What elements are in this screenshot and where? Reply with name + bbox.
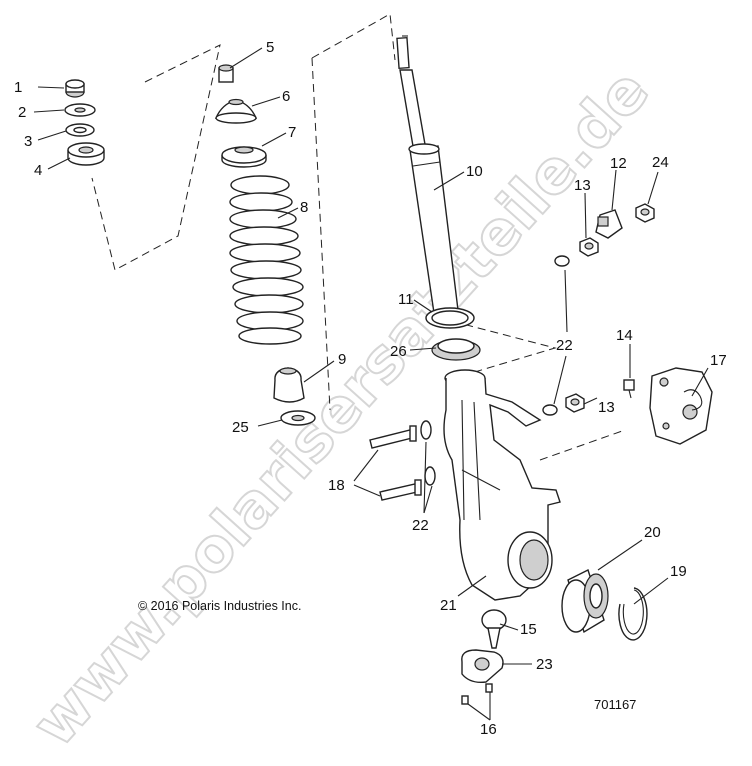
callout-21: 21	[440, 597, 457, 614]
callout-18: 18	[328, 477, 345, 494]
part-clip-12	[595, 209, 623, 239]
part-wheel-bearing-20	[561, 569, 609, 634]
part-nut-13-upper	[579, 237, 599, 257]
part-nut-5	[218, 64, 234, 83]
part-washer-3	[65, 123, 95, 137]
part-shock-absorber-10	[396, 35, 459, 314]
part-nut-1	[65, 79, 85, 98]
callout-2: 2	[18, 104, 26, 121]
callout-labels: 1 2 3 4 5 6 7 8 9 10 11 12 13 13 14 15 1…	[14, 39, 727, 738]
callout-1: 1	[14, 79, 22, 96]
part-retainer-plate-23	[461, 649, 504, 684]
callout-leaders	[33, 47, 709, 721]
part-bushing-4	[67, 142, 105, 166]
callout-12: 12	[610, 155, 627, 172]
part-bolts-16	[461, 683, 493, 705]
part-sensor-bracket-17	[649, 367, 713, 445]
callout-7: 7	[288, 124, 296, 141]
callout-19: 19	[670, 563, 687, 580]
part-washer-22-upper	[554, 255, 570, 267]
part-nut-24	[635, 203, 655, 223]
part-snap-ring-19	[618, 587, 648, 641]
callout-3: 3	[24, 133, 32, 150]
part-spring-seat-7	[221, 146, 267, 168]
part-washer-2	[64, 103, 96, 117]
part-steering-knuckle-21	[443, 369, 561, 601]
callout-4: 4	[34, 162, 42, 179]
part-bump-stop-9	[273, 367, 305, 403]
part-spring-retainer-6	[214, 98, 258, 124]
drawing-number: 701167	[594, 697, 636, 712]
callout-13-upper: 13	[574, 177, 591, 194]
callout-25: 25	[232, 419, 249, 436]
part-washer-25	[280, 410, 316, 426]
part-bolt-18-lower	[379, 466, 436, 501]
part-bolt-18-upper	[369, 420, 432, 449]
part-nut-13-lower	[565, 393, 585, 413]
callout-9: 9	[338, 351, 346, 368]
callout-26: 26	[390, 343, 407, 360]
part-bearing-seat-26	[431, 338, 481, 361]
callout-10: 10	[466, 163, 483, 180]
part-bolt-14	[623, 379, 635, 399]
callout-24: 24	[652, 154, 669, 171]
callout-22-left: 22	[412, 517, 429, 534]
part-washer-22-lower	[542, 404, 558, 416]
copyright-notice: © 2016 Polaris Industries Inc.	[138, 599, 301, 613]
callout-22-right: 22	[556, 337, 573, 354]
watermark-text: www.polarisersatzteile.de	[19, 56, 663, 760]
callout-15: 15	[520, 621, 537, 638]
callout-17: 17	[710, 352, 727, 369]
part-seal-ring-11	[425, 307, 475, 329]
callout-23: 23	[536, 656, 553, 673]
callout-13-lower: 13	[598, 399, 615, 416]
callout-11: 11	[398, 291, 414, 308]
part-ball-joint-15	[481, 609, 507, 649]
part-coil-spring-8	[229, 175, 304, 345]
callout-6: 6	[282, 88, 290, 105]
callout-14: 14	[616, 327, 633, 344]
callout-16: 16	[480, 721, 497, 738]
callout-8: 8	[300, 199, 308, 216]
assembly-boundary-lines	[91, 13, 626, 461]
watermark: www.polarisersatzteile.de	[18, 55, 664, 761]
callout-20: 20	[644, 524, 661, 541]
callout-5: 5	[266, 39, 274, 56]
